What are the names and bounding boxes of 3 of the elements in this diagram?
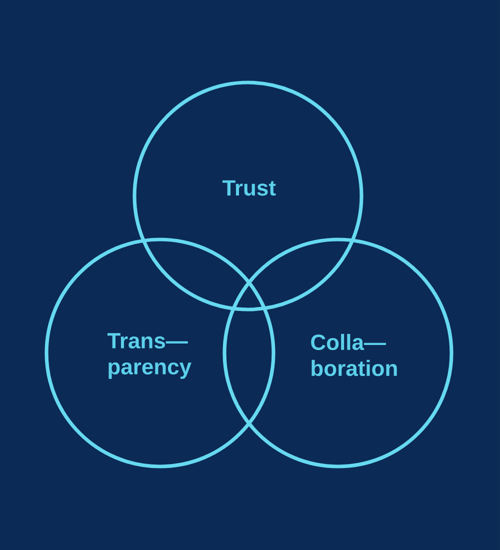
- circle-label: Trust: [222, 180, 276, 196]
- circle-label: Trans— parency: [107, 333, 192, 379]
- circle-label: Colla— boration: [311, 334, 397, 376]
